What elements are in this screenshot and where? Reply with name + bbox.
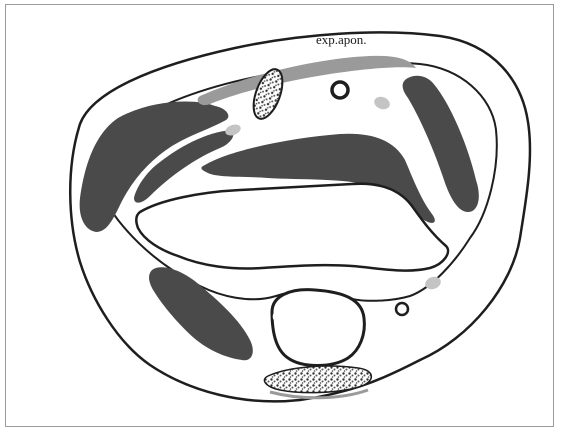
label-exp-apon: exp.apon. [316,32,367,47]
small-vessel-icon [396,303,408,315]
label-bic: bic. [253,55,277,72]
brachial-artery-icon [332,82,348,98]
label-nc: n.c [432,303,451,320]
label-abr: a.br. [320,106,348,123]
label-olecrane: olécrâne [272,305,336,326]
olecranon-bone [272,290,364,366]
label-humerus: humérus [240,216,309,238]
label-nm: n.m. [364,78,392,95]
